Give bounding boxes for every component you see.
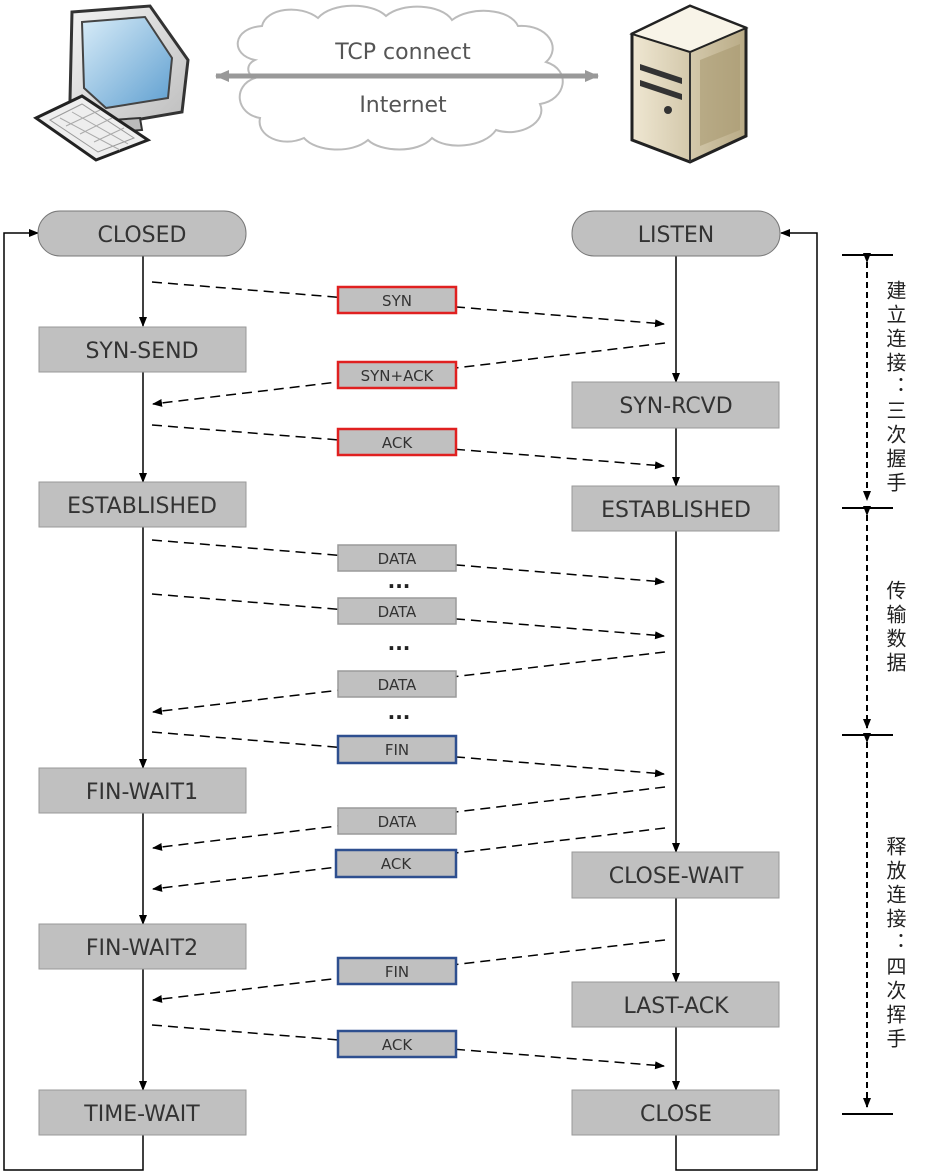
state-listen: LISTEN [571,210,781,257]
msg-fin-client: FIN [336,734,458,765]
state-client-established: ESTABLISHED [38,481,247,528]
msg-fin-server-label: FIN [385,963,409,981]
server-loop-line [675,229,818,1171]
state-close: CLOSE [571,1089,780,1136]
msg-data-3: DATA [337,670,457,698]
msg-ack-final: ACK [336,1029,458,1059]
server-icon [629,4,749,164]
state-fin-wait1: FIN-WAIT1 [38,767,247,814]
cloud-title: TCP connect [334,40,471,65]
msg-ack-handshake-label: ACK [382,434,413,452]
msg-data-1: DATA [337,544,457,572]
state-fin-wait2: FIN-WAIT2 [38,923,247,970]
msg-data-3-label: DATA [378,676,417,694]
state-last-ack-label: LAST-ACK [623,994,729,1019]
state-syn-send: SYN-SEND [38,326,247,373]
state-close-label: CLOSE [640,1102,712,1127]
state-closed: CLOSED [37,210,247,257]
state-closed-label: CLOSED [98,223,187,248]
phase-release-label: 释放连接：四次挥手 [883,836,907,1052]
state-listen-label: LISTEN [638,223,715,248]
msg-fin-server: FIN [336,956,458,986]
msg-syn-label: SYN [382,292,412,310]
msg-data-1-label: DATA [378,550,417,568]
msg-syn-ack-label: SYN+ACK [361,367,435,385]
state-syn-rcvd-label: SYN-RCVD [619,394,732,419]
msg-data-4: DATA [337,807,457,835]
state-close-wait-label: CLOSE-WAIT [609,864,744,889]
phase-transfer-label: 传输数据 [883,580,907,676]
cloud-subtitle: Internet [359,93,447,118]
msg-fin-client-label: FIN [385,741,409,759]
msg-syn-ack: SYN+ACK [336,360,458,390]
msg-ack-final-label: ACK [382,1036,413,1054]
ellipsis-1: ... [388,569,411,593]
state-server-established: ESTABLISHED [571,485,780,532]
ellipsis-3: ... [388,700,411,724]
state-syn-send-label: SYN-SEND [85,339,198,364]
msg-data-2-label: DATA [378,603,417,621]
msg-ack-server: ACK [334,848,458,879]
computer-icon [33,4,190,162]
phase-brackets [842,253,893,1115]
state-syn-rcvd: SYN-RCVD [571,381,780,429]
state-time-wait: TIME-WAIT [38,1089,247,1136]
state-time-wait-label: TIME-WAIT [83,1102,200,1127]
msg-ack-handshake: ACK [336,427,458,457]
state-close-wait: CLOSE-WAIT [571,851,780,899]
state-last-ack: LAST-ACK [571,981,780,1028]
msg-data-4-label: DATA [378,813,417,831]
msg-syn: SYN [336,285,458,315]
state-client-established-label: ESTABLISHED [67,494,217,519]
state-fin-wait2-label: FIN-WAIT2 [86,936,198,961]
state-fin-wait1-label: FIN-WAIT1 [86,780,198,805]
msg-data-2: DATA [337,597,457,625]
msg-ack-server-label: ACK [381,855,412,873]
phase-establish-label: 建立连接：三次握手 [883,280,907,496]
client-loop-line [3,229,144,1171]
state-server-established-label: ESTABLISHED [601,498,751,523]
ellipsis-2: ... [388,631,411,655]
